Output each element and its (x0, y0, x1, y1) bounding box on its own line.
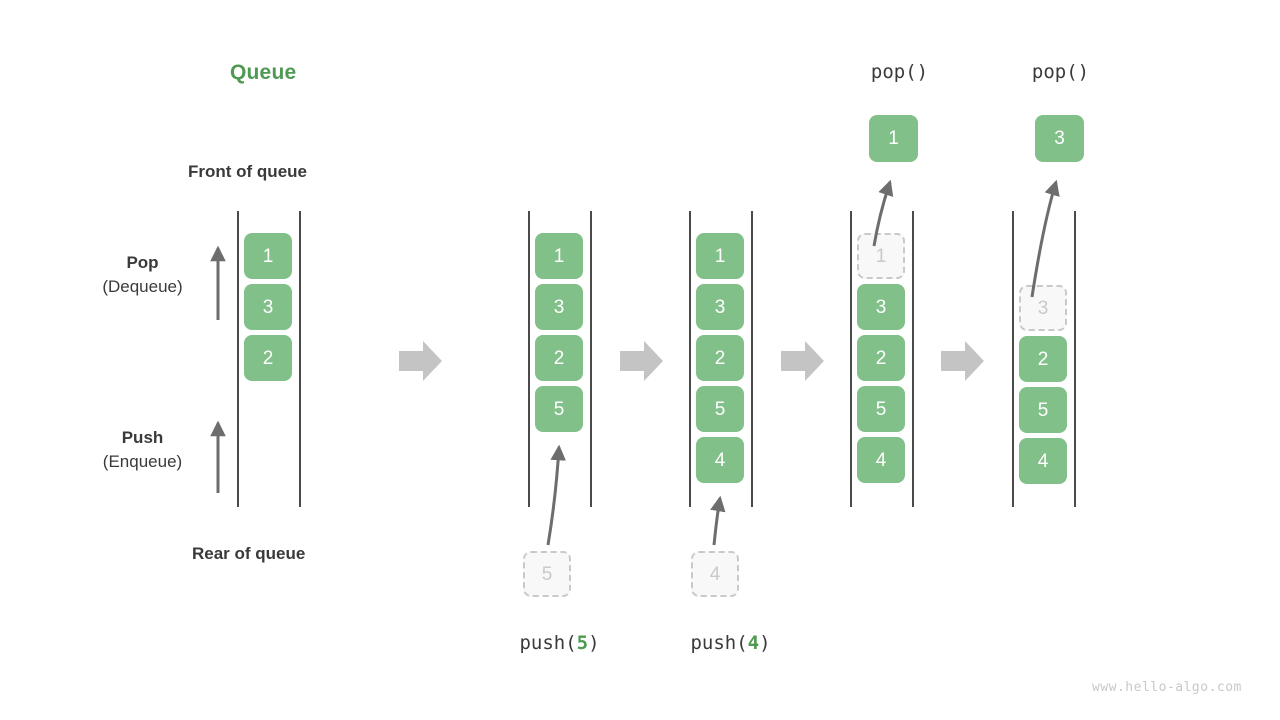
rear-of-queue-label: Rear of queue (192, 544, 306, 563)
push-4-arrow (710, 495, 726, 546)
queue-cell: 1 (244, 233, 292, 279)
queue-rail-left-panel-1 (528, 211, 530, 507)
popped-element-panel-3: 1 (869, 115, 918, 162)
pop-operation-label-group: Pop (Dequeue) (60, 253, 225, 297)
queue-cell: 4 (696, 437, 744, 483)
push-5-caption: push(5) (519, 632, 600, 654)
queue-cell: 1 (696, 233, 744, 279)
pop-label-panel-3: pop() (870, 61, 929, 83)
incoming-element-panel-1: 5 (523, 551, 571, 597)
front-of-queue-label: Front of queue (188, 162, 307, 181)
transition-arrow-4 (941, 341, 984, 381)
queue-cell: 2 (244, 335, 292, 381)
queue-cell: 5 (857, 386, 905, 432)
queue-rail-left-panel-2 (689, 211, 691, 507)
push-5-arg: 5 (576, 632, 589, 654)
queue-stack-panel-2: 1 3 2 5 4 (696, 233, 744, 483)
pop-label-panel-4: pop() (1031, 61, 1090, 83)
queue-rail-left-panel-4 (1012, 211, 1014, 507)
queue-rail-right-panel-1 (590, 211, 592, 507)
push-5-fn: push (519, 632, 566, 654)
queue-cell-ghost: 1 (857, 233, 905, 279)
queue-rail-left-panel-3 (850, 211, 852, 507)
queue-stack-panel-4: 3 2 5 4 (1019, 285, 1067, 484)
pop-operation-subtitle: (Dequeue) (102, 277, 183, 296)
queue-cell: 5 (535, 386, 583, 432)
queue-cell: 2 (1019, 336, 1067, 382)
queue-cell: 3 (857, 284, 905, 330)
diagram-title: Queue (230, 61, 297, 84)
queue-cell: 5 (696, 386, 744, 432)
queue-cell: 2 (696, 335, 744, 381)
queue-stack-panel-3: 1 3 2 5 4 (857, 233, 905, 483)
push-operation-subtitle: (Enqueue) (102, 452, 183, 471)
push-operation-label-group: Push (Enqueue) (60, 428, 225, 472)
queue-cell-ghost: 3 (1019, 285, 1067, 331)
queue-cell: 2 (535, 335, 583, 381)
queue-cell: 5 (1019, 387, 1067, 433)
transition-arrow-3 (781, 341, 824, 381)
queue-stack-panel-0: 1 3 2 (244, 233, 292, 381)
push-operation-title: Push (121, 428, 164, 447)
push-4-fn: push (690, 632, 737, 654)
pop-operation-title: Pop (126, 253, 159, 272)
queue-rail-right-panel-0 (299, 211, 301, 507)
queue-rail-right-panel-4 (1074, 211, 1076, 507)
queue-rail-right-panel-3 (912, 211, 914, 507)
pop-3-arrow (1030, 179, 1060, 298)
queue-cell: 1 (535, 233, 583, 279)
queue-rail-left-panel-0 (237, 211, 239, 507)
push-4-caption: push(4) (690, 632, 771, 654)
queue-cell: 4 (857, 437, 905, 483)
queue-cell: 4 (1019, 438, 1067, 484)
queue-cell: 3 (244, 284, 292, 330)
watermark: www.hello-algo.com (1092, 680, 1242, 695)
transition-arrow-1 (399, 341, 442, 381)
incoming-element-panel-2: 4 (691, 551, 739, 597)
push-5-arrow (546, 444, 566, 546)
push-4-arg: 4 (747, 632, 760, 654)
queue-stack-panel-1: 1 3 2 5 (535, 233, 583, 432)
queue-rail-right-panel-2 (751, 211, 753, 507)
popped-element-panel-4: 3 (1035, 115, 1084, 162)
transition-arrow-2 (620, 341, 663, 381)
queue-cell: 3 (535, 284, 583, 330)
queue-cell: 2 (857, 335, 905, 381)
queue-cell: 3 (696, 284, 744, 330)
